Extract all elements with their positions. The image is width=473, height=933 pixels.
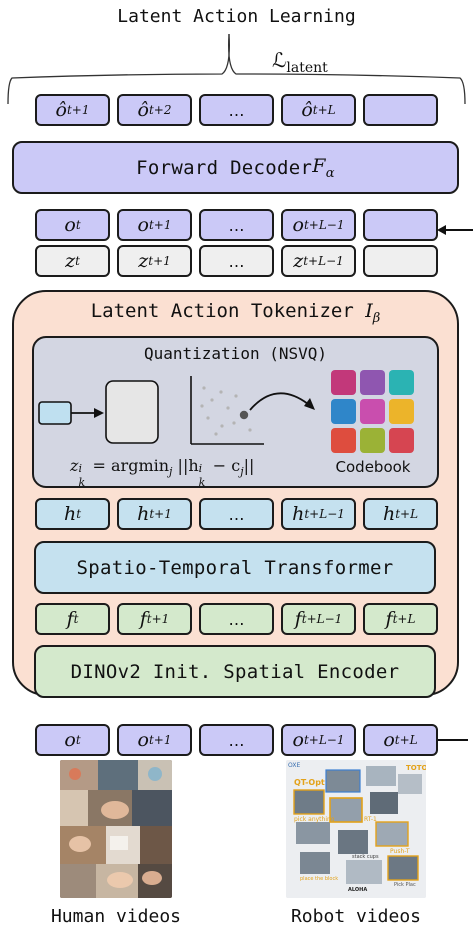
robot-collage-label: TOTO (406, 764, 426, 772)
robot-videos-label: Robot videos (290, 906, 422, 927)
codebook-entry (360, 428, 385, 453)
loss-symbol: ℒ (272, 48, 287, 72)
codebook-entry (360, 399, 385, 424)
robot-collage-label: OXE (288, 762, 301, 769)
codebook-entry (360, 370, 385, 395)
latent-action-token: … (199, 245, 274, 277)
latent-action-token (363, 245, 438, 277)
feedback-arrow-top (437, 225, 473, 235)
codebook-entry (331, 399, 356, 424)
predicted-token: … (199, 94, 274, 126)
robot-collage-label: place the block (300, 876, 339, 882)
spatial-encoder: DINOv2 Init. Spatial Encoder (34, 645, 436, 698)
tokenizer-title: Latent Action Tokenizer Iβ (12, 300, 459, 326)
tokenizer-label: Latent Action Tokenizer (90, 300, 366, 322)
robot-videos-collage: OXE QT-Opt RT-1 TOTO pick anything place… (286, 760, 426, 898)
codebook-entry (331, 370, 356, 395)
tokenizer-symbol: Iβ (365, 300, 381, 326)
predicted-token (363, 94, 438, 126)
codebook-grid (331, 370, 415, 454)
observation-token (363, 209, 438, 241)
decoder-label: Forward Decoder (136, 156, 313, 179)
codebook-entry (389, 370, 414, 395)
loss-subscript: latent (286, 60, 328, 76)
decoder-symbol: Fα (312, 154, 335, 181)
forward-decoder: Forward Decoder Fα (12, 141, 459, 194)
robot-collage-label: QT-Opt (294, 778, 325, 787)
codebook-entry (331, 428, 356, 453)
hidden-token: … (199, 498, 274, 530)
codebook-entry (389, 428, 414, 453)
quantization-title: Quantization (NSVQ) (143, 344, 328, 363)
robot-collage-label: stack cups (352, 854, 379, 860)
human-videos-label: Human videos (50, 906, 182, 927)
human-videos-collage (60, 760, 172, 898)
robot-collage-label: RT-1 (364, 816, 377, 823)
codebook-entry (389, 399, 414, 424)
spatio-temporal-transformer: Spatio-Temporal Transformer (34, 541, 436, 594)
robot-collage-label: Pick Plac (394, 882, 416, 888)
latent-loss-label: ℒlatent (272, 48, 328, 76)
robot-collage-label: Push-T (390, 848, 410, 855)
feedback-arrow-bottom (438, 739, 468, 741)
loss-brace (7, 33, 466, 105)
feature-token: … (199, 603, 274, 635)
quantization-illustration (38, 376, 315, 445)
codebook-label: Codebook (335, 458, 411, 476)
robot-collage-label: ALOHA (348, 887, 368, 893)
observation-token: … (199, 209, 274, 241)
diagram-title: Latent Action Learning (117, 6, 356, 27)
robot-collage-label: pick anything (294, 816, 335, 823)
observation-token: … (199, 724, 274, 756)
